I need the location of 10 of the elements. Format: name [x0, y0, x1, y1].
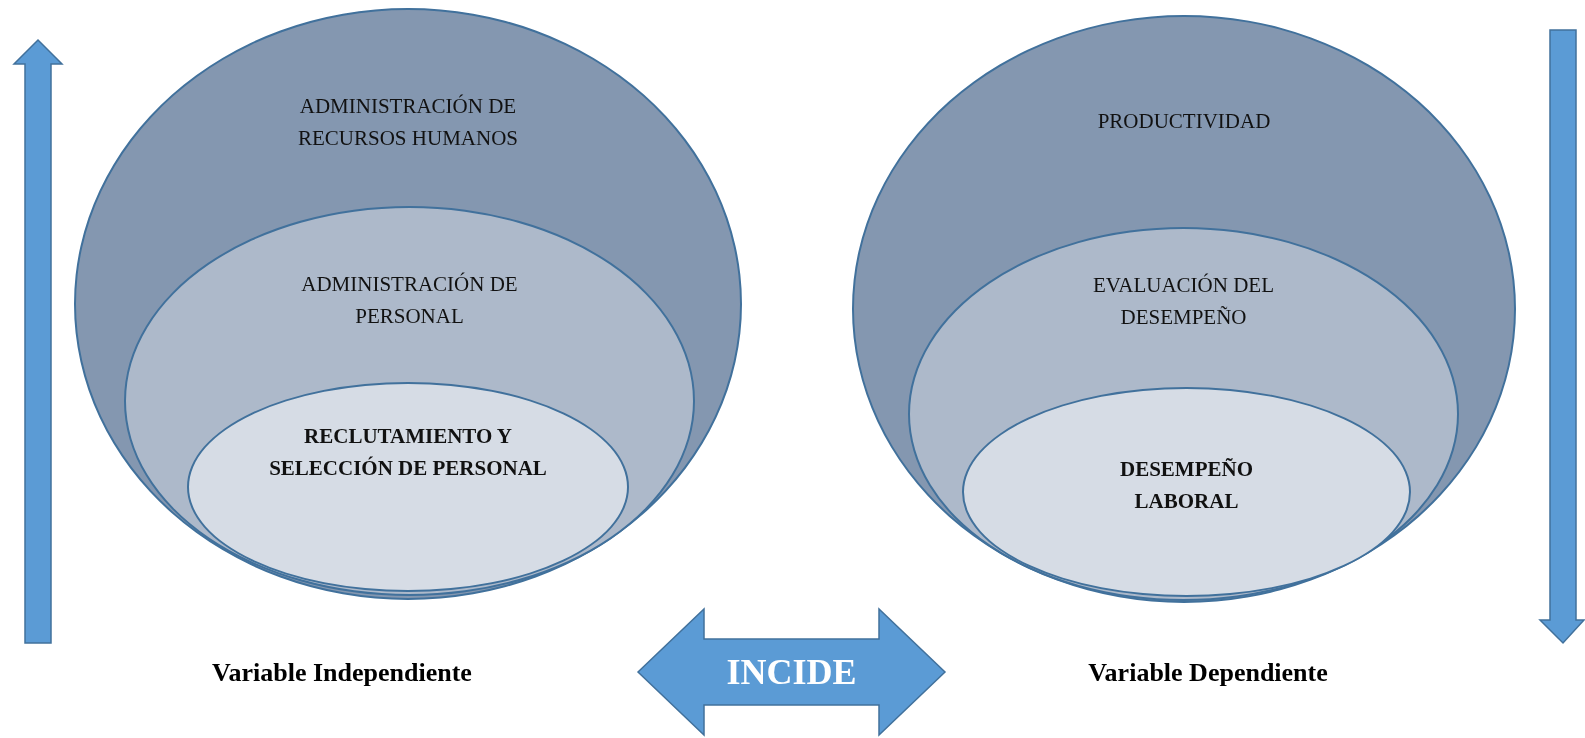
variable-caption: Variable Dependiente: [1088, 658, 1328, 688]
ellipse-label: PRODUCTIVIDAD: [1096, 108, 1272, 135]
ellipse-label: DESEMPEÑO LABORAL: [1119, 456, 1254, 515]
ellipse-label: EVALUACIÓN DEL DESEMPEÑO: [1092, 272, 1275, 331]
ellipse-label: ADMINISTRACIÓN DE PERSONAL: [300, 271, 519, 330]
variable-caption: Variable Independiente: [212, 658, 472, 688]
edge-label: INCIDE: [726, 651, 857, 694]
ellipse-label: ADMINISTRACIÓN DE RECURSOS HUMANOS: [297, 93, 519, 152]
ellipse-label: RECLUTAMIENTO Y SELECCIÓN DE PERSONAL: [269, 423, 547, 482]
double-arrow: [636, 607, 947, 737]
